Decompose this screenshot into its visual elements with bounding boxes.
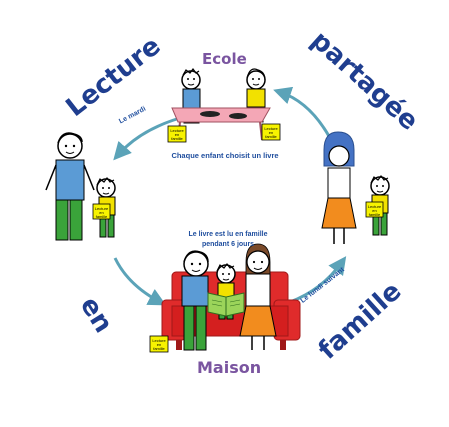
bag-label-line2: en — [99, 210, 103, 215]
left-child — [96, 177, 116, 238]
bag-label-line2: en — [175, 132, 179, 137]
bag-label-line2: en — [157, 342, 161, 347]
left-family: Lecture en famille — [45, 132, 116, 241]
bag-label-line1: Lecture — [368, 204, 382, 209]
bag-label-line3: famille — [153, 346, 165, 351]
left-bag: Lecture en famille — [92, 203, 111, 220]
bag-label-line3: famille — [171, 136, 183, 141]
right-mother — [321, 131, 357, 244]
place-label-ecole: Ecole — [202, 50, 247, 68]
home-father — [181, 250, 209, 351]
home-caption-line1: Le livre est lu en famille — [188, 231, 268, 238]
bag-label-line2: en — [372, 208, 376, 213]
bag-label-line3: famille — [369, 212, 381, 217]
arrow-school-to-family — [113, 116, 181, 161]
right-child — [370, 175, 390, 236]
arrow-family-to-home — [113, 257, 167, 306]
bag-label-line1: Lecture — [152, 338, 166, 343]
arrow-family-to-school — [273, 86, 332, 139]
left-parent — [45, 132, 95, 241]
right-bag: Lecture en famille — [365, 201, 384, 218]
school-scene: Lecture en famille Lecture en famille — [167, 68, 281, 143]
place-label-maison: Maison — [197, 358, 262, 377]
right-family: Lecture en famille — [321, 131, 390, 244]
open-book — [207, 292, 245, 317]
bag-label-line1: Lecture — [264, 126, 278, 131]
school-bag-right: Lecture en famille — [261, 123, 281, 141]
home-bag: Lecture en famille — [149, 335, 169, 353]
arrow-home-to-family — [289, 256, 347, 304]
home-caption-line2: pendant 6 jours — [201, 241, 255, 248]
home-caption: Le livre est lu en famille pendant 6 jou… — [168, 230, 288, 250]
bag-label-line2: en — [269, 130, 273, 135]
home-scene: Lecture en famille — [149, 243, 301, 353]
school-bag-left: Lecture en famille — [167, 125, 187, 143]
bag-label-line3: famille — [265, 134, 277, 139]
bag-label-line1: Lecture — [170, 128, 184, 133]
home-mother — [239, 243, 277, 350]
bag-label-line1: Lecture — [95, 206, 109, 211]
school-table — [171, 107, 271, 123]
school-caption: Chaque enfant choisit un livre — [171, 151, 279, 160]
bag-label-line3: famille — [96, 214, 108, 219]
